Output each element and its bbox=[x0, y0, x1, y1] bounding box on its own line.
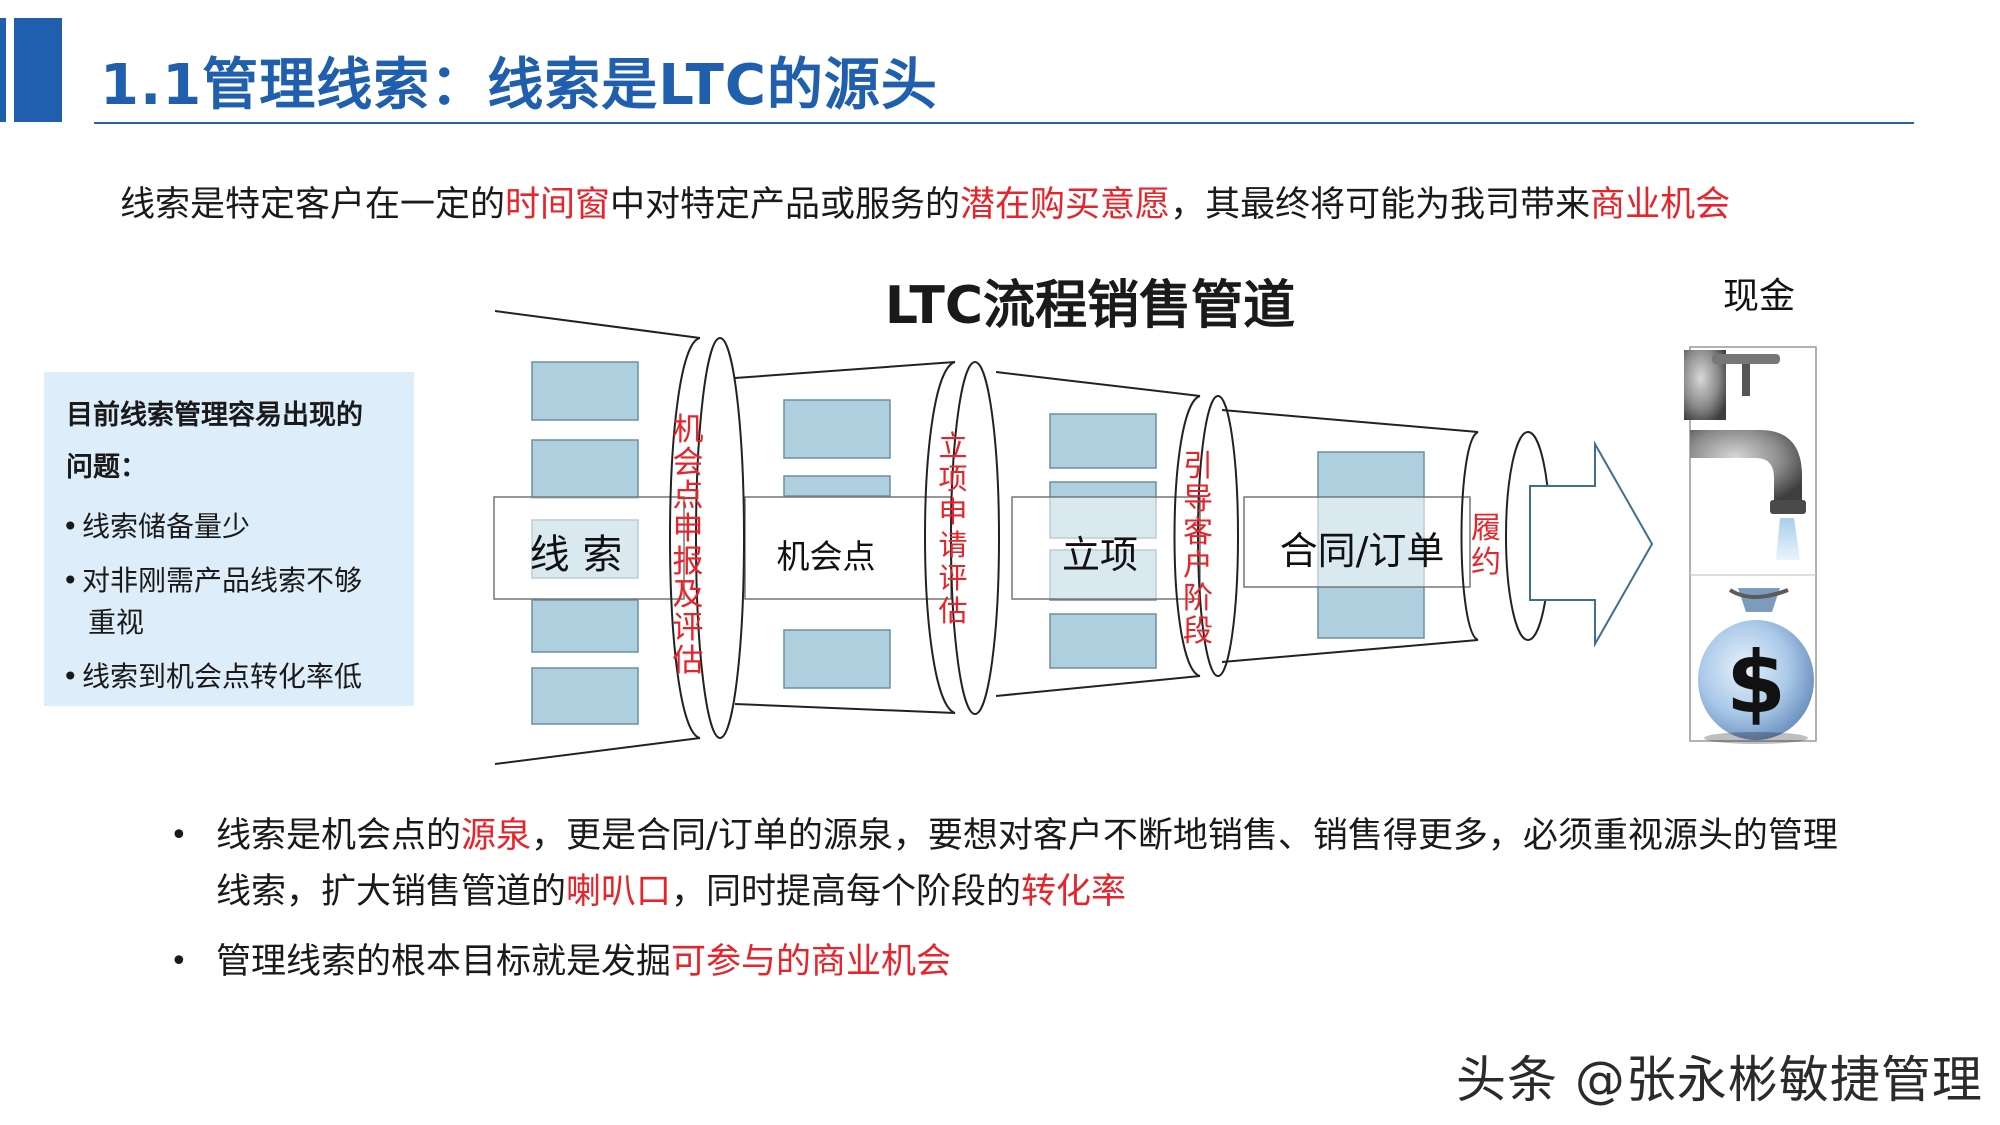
intro-seg-5: ，其最终将可能为我司带来 bbox=[1170, 185, 1591, 225]
stage-box bbox=[783, 399, 891, 459]
stage-bar-3 bbox=[1011, 496, 1201, 600]
stage-label-project: 立项 bbox=[1062, 533, 1138, 577]
stage-label-lead: 线 索 bbox=[530, 532, 623, 578]
gate-label-4: 履约 bbox=[1471, 511, 1501, 580]
intro-sentence: 线索是特定客户在一定的时间窗中对特定产品或服务的潜在购买意愿，其最终将可能为我司… bbox=[120, 176, 1730, 227]
gate-label-2: 立项申请评估 bbox=[938, 429, 967, 628]
gate-label-3: 引导客户阶段 bbox=[1183, 449, 1213, 649]
cash-label: 现金 bbox=[1723, 276, 1795, 317]
stage-box bbox=[531, 599, 639, 653]
stage-label-bars bbox=[493, 496, 1471, 600]
stage-box bbox=[1049, 613, 1157, 669]
problem-item: 对非刚需产品线索不够 重视 bbox=[62, 560, 396, 644]
gate-labels: 机会点申报及评估 立项申请评估 引导客户阶段 履约 bbox=[673, 412, 1502, 679]
intro-seg-3: 中对特定产品或服务的 bbox=[610, 185, 961, 225]
intro-seg-4: 潜在购买意愿 bbox=[960, 185, 1171, 225]
stage-box bbox=[783, 475, 891, 497]
problems-title-line2: 问题： bbox=[66, 452, 147, 483]
problem-item: 线索到机会点转化率低 bbox=[62, 656, 396, 698]
bullet-seg: 喇叭口 bbox=[566, 872, 672, 912]
intro-seg-2: 时间窗 bbox=[505, 185, 611, 225]
problems-panel: 目前线索管理容易出现的 问题： 线索储备量少 对非刚需产品线索不够 重视 线索到… bbox=[44, 372, 414, 706]
bullet-seg: 管理线索的根本目标就是发掘 bbox=[216, 942, 672, 982]
money-bag-icon: $ bbox=[1698, 588, 1814, 744]
funnel-outline bbox=[494, 310, 1479, 765]
arrow-right-icon bbox=[1529, 440, 1654, 648]
bullet-seg: 源泉 bbox=[461, 816, 532, 856]
stage-box bbox=[531, 667, 639, 725]
stage-bar-2 bbox=[744, 496, 952, 600]
bullet-seg: ，更是合同/订单的源泉，要想对客户不断地销售、销售得更多，必须重视源头的管理线索… bbox=[216, 816, 1838, 912]
bullet-list: 线索是机会点的源泉，更是合同/订单的源泉，要想对客户不断地销售、销售得更多，必须… bbox=[170, 808, 1870, 1004]
intro-seg-6: 商业机会 bbox=[1590, 185, 1731, 225]
cash-illustration: $ bbox=[1684, 346, 1817, 744]
stage-bar-1 bbox=[493, 496, 685, 600]
bullet-item: 线索是机会点的源泉，更是合同/订单的源泉，要想对客户不断地销售、销售得更多，必须… bbox=[170, 808, 1870, 920]
svg-text:$: $ bbox=[1726, 633, 1786, 733]
problem-item: 线索储备量少 bbox=[62, 506, 396, 548]
gate-label-1: 机会点申报及评估 bbox=[673, 412, 704, 679]
diagram-title: LTC流程销售管道 bbox=[885, 276, 1295, 336]
page-title: 1.1管理线索：线索是LTC的源头 bbox=[100, 53, 938, 118]
problem-item-text: 线索储备量少 bbox=[82, 510, 251, 543]
bullet-seg: 线索是机会点的 bbox=[216, 816, 462, 856]
intro-seg-1: 线索是特定客户在一定的 bbox=[120, 185, 506, 225]
bullet-item: 管理线索的根本目标就是发掘可参与的商业机会 bbox=[170, 934, 1870, 990]
problem-item-text-cont: 重视 bbox=[88, 606, 145, 639]
title-accent-bar bbox=[0, 18, 62, 122]
watermark: 头条 @张永彬敏捷管理 bbox=[1456, 1051, 1983, 1109]
title-divider bbox=[94, 122, 1914, 124]
stage-box bbox=[1049, 413, 1157, 469]
bullet-seg: 可参与的商业机会 bbox=[671, 942, 952, 982]
problem-item-text: 线索到机会点转化率低 bbox=[82, 660, 363, 693]
stage-label-contract: 合同/订单 bbox=[1280, 529, 1445, 573]
stage-box bbox=[531, 361, 639, 421]
problems-title-line1: 目前线索管理容易出现的 bbox=[66, 400, 363, 431]
stage-label-opportunity: 机会点 bbox=[777, 537, 876, 576]
faucet-icon bbox=[1684, 350, 1806, 560]
stage-box bbox=[531, 439, 639, 499]
bullet-seg: 转化率 bbox=[1021, 872, 1127, 912]
problem-item-text: 对非刚需产品线索不够 bbox=[82, 564, 363, 597]
stage-box bbox=[783, 629, 891, 689]
bullet-seg: ，同时提高每个阶段的 bbox=[671, 872, 1022, 912]
funnel-gates bbox=[669, 337, 1551, 739]
stage-bar-4 bbox=[1243, 496, 1471, 588]
